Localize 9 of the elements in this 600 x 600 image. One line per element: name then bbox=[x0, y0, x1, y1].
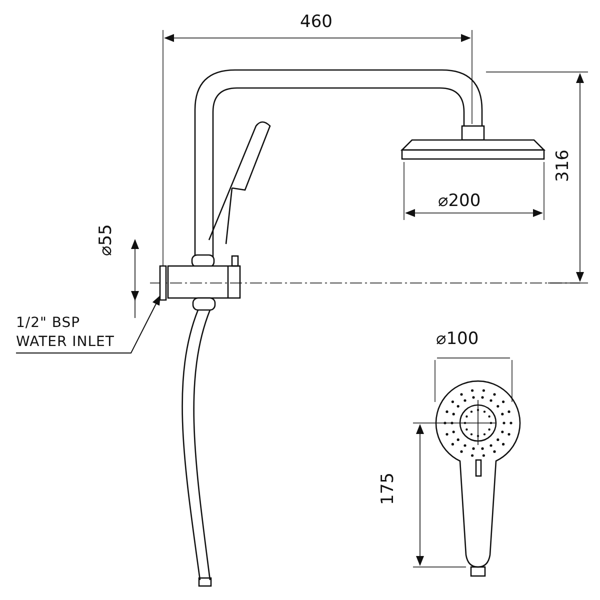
callout-text: 1/2" BSP WATER INLET bbox=[16, 314, 130, 352]
inlet-flange bbox=[159, 265, 167, 301]
leader-line bbox=[16, 295, 160, 354]
dimension-label: ⌀100 bbox=[436, 331, 479, 348]
dimension-label: ⌀55 bbox=[98, 224, 115, 256]
dimension-label: ⌀200 bbox=[438, 193, 481, 210]
dimension-label: 175 bbox=[380, 472, 397, 505]
dimension-label: 460 bbox=[300, 14, 332, 31]
dimension-label: 316 bbox=[555, 150, 572, 182]
